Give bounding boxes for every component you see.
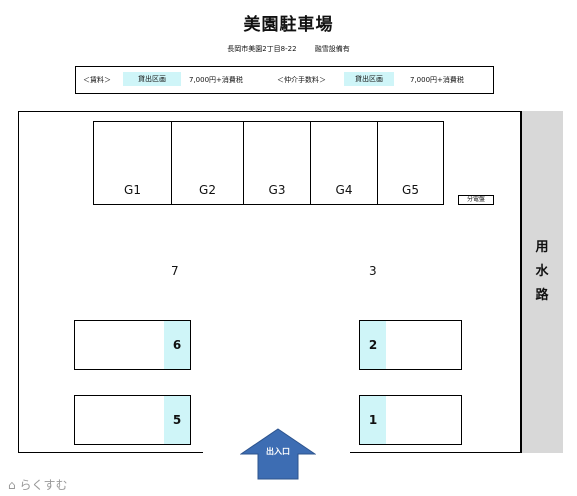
price-bar: ＜賃料＞ 貸出区画 7,000円+消費税 ＜仲介手数料＞ 貸出区画 7,000円… xyxy=(75,66,494,94)
garage-label: G3 xyxy=(268,183,286,197)
garage-label: G5 xyxy=(402,183,419,197)
fee-price: 7,000円+消費税 xyxy=(189,76,243,84)
parking-slot-5: 5 xyxy=(74,395,191,445)
canal-char: 路 xyxy=(535,288,549,303)
lane-number-3: 3 xyxy=(369,264,377,278)
garage-g2: G2 xyxy=(171,121,243,205)
broker-price: 7,000円+消費税 xyxy=(410,76,464,84)
slot-number: 5 xyxy=(172,413,182,427)
address-text: 長岡市美園2丁目8-22 xyxy=(227,45,297,53)
slot-highlight xyxy=(164,321,190,369)
house-icon: ⌂ xyxy=(8,478,16,492)
entrance-label: 出入口 xyxy=(266,447,290,456)
parking-slot-2: 2 xyxy=(359,320,462,370)
garage-g3: G3 xyxy=(243,121,310,205)
entrance-arrow-icon xyxy=(240,428,316,480)
address-line: 長岡市美園2丁目8-22 融雪設備有 xyxy=(0,44,577,54)
slot-highlight xyxy=(360,321,386,369)
facility-note: 融雪設備有 xyxy=(314,45,350,53)
garage-g1: G1 xyxy=(93,121,171,205)
logo-text: らくすむ xyxy=(19,478,68,492)
slot-highlight xyxy=(164,396,190,444)
broker-pill: 貸出区画 xyxy=(344,72,394,86)
broker-label: ＜仲介手数料＞ xyxy=(277,76,326,84)
garage-label: G2 xyxy=(199,183,216,197)
canal-char: 水 xyxy=(535,264,549,279)
garage-g5: G5 xyxy=(377,121,444,205)
garage-g4: G4 xyxy=(310,121,377,205)
brand-logo: ⌂ らくすむ xyxy=(8,476,67,493)
page-title: 美園駐車場 xyxy=(243,15,334,35)
fee-pill: 貸出区画 xyxy=(123,72,181,86)
lane-number-7: 7 xyxy=(171,264,179,278)
canal-label: 用 水 路 xyxy=(521,236,563,308)
garage-label: G4 xyxy=(335,183,353,197)
slot-number: 1 xyxy=(368,413,378,427)
garage-label: G1 xyxy=(124,183,141,197)
parking-slot-1: 1 xyxy=(359,395,462,445)
slot-highlight xyxy=(360,396,386,444)
slot-number: 6 xyxy=(172,338,182,352)
parking-slot-6: 6 xyxy=(74,320,191,370)
fee-label: ＜賃料＞ xyxy=(83,76,111,84)
distribution-panel: 分電盤 xyxy=(458,195,494,205)
water-canal xyxy=(521,111,563,453)
canal-char: 用 xyxy=(535,240,549,255)
slot-number: 2 xyxy=(368,338,378,352)
